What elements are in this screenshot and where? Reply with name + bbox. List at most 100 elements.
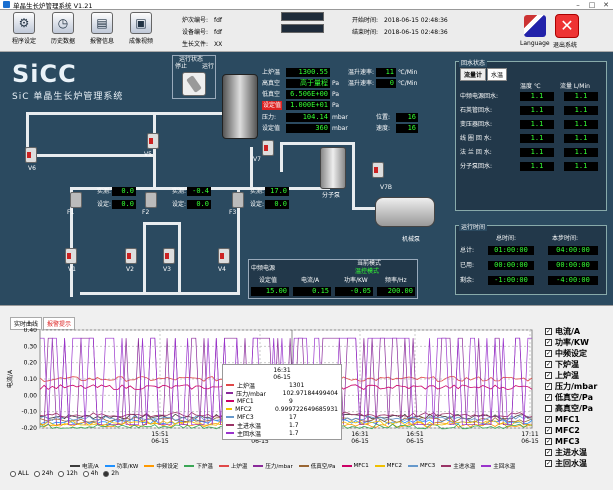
mf-power-panel: 中频电源 当前模式 温控模式 设定值 电流/A 功率/KW 频率/Hz 15.0… [248, 259, 418, 299]
flow-f2-set[interactable]: 0.0 [187, 200, 211, 209]
valve-v2-label: V2 [126, 266, 134, 273]
language-button[interactable]: Language [520, 40, 550, 47]
range-option[interactable]: 4h [82, 470, 98, 477]
legend-item[interactable]: 下炉温 [184, 462, 213, 470]
series-toggle[interactable]: ✓MFC2 [545, 426, 580, 435]
valve-v7b[interactable] [372, 162, 384, 178]
x-tick-time: 16:31 [351, 431, 368, 438]
legend-item[interactable]: 上炉温 [218, 462, 247, 470]
flow-controller-f2 [145, 192, 157, 208]
valve-v2[interactable] [125, 248, 137, 264]
checkbox[interactable]: ✓ [545, 416, 552, 423]
valve-v6[interactable] [25, 147, 37, 163]
range-option[interactable]: 2h [103, 470, 119, 477]
valve-v4[interactable] [218, 248, 230, 264]
checkbox[interactable]: ✓ [545, 438, 552, 445]
series-toggle[interactable]: ✓功率/KW [545, 338, 589, 347]
alarm-info-button[interactable]: ▤ 报警信息 [82, 12, 122, 45]
maximize-button[interactable]: □ [588, 0, 596, 9]
close-button[interactable]: ✕ [603, 0, 609, 9]
legend-item[interactable]: 中频设定 [144, 462, 178, 470]
exit-icon[interactable]: ✕ [555, 14, 579, 38]
series-toggle[interactable]: ✓低真空/Pa [545, 393, 593, 402]
radio-button[interactable] [10, 470, 16, 477]
checkbox[interactable]: ✓ [545, 339, 552, 346]
checkbox[interactable]: ✓ [545, 394, 552, 401]
series-toggle[interactable]: ✓MFC3 [545, 437, 580, 446]
checkbox[interactable]: ✓ [545, 383, 552, 390]
radio-button[interactable] [33, 470, 40, 477]
speed-label: 速度: [376, 125, 391, 132]
device-id-field: 设备编号:fdf [181, 29, 223, 36]
series-toggle[interactable]: ✓压力/mbar [545, 382, 598, 391]
radio-button[interactable] [58, 470, 65, 477]
series-color-swatch [226, 408, 233, 410]
legend-item[interactable]: MFC1 [341, 462, 369, 470]
legend-item[interactable]: 主回水温 [481, 462, 515, 470]
molecular-pump [320, 147, 346, 189]
flow-f3-actual: 17.0 [265, 187, 289, 196]
valve-v7[interactable] [262, 140, 274, 156]
valve-v3[interactable] [163, 248, 175, 264]
pressure-label: 压力: [262, 114, 277, 121]
vacuum-set-value[interactable]: 1.000E+01 [286, 101, 330, 110]
checkbox[interactable]: ✓ [545, 427, 552, 434]
flow-f3-set[interactable]: 0.0 [265, 200, 289, 209]
history-data-button[interactable]: ◷ 历史数据 [43, 12, 83, 45]
legend-item[interactable]: 电流/A [70, 462, 99, 470]
legend-item[interactable]: 压力/mbar [253, 462, 293, 470]
run-switch-knob[interactable] [182, 72, 206, 96]
range-option[interactable]: 12h [58, 470, 78, 477]
legend-item[interactable]: 功率/KW [104, 462, 138, 470]
range-option[interactable]: ALL [10, 470, 29, 477]
series-toggle[interactable]: ✓主进水温 [545, 448, 587, 457]
checkbox[interactable]: ✓ [545, 350, 552, 357]
imaging-video-button[interactable]: ▣ 成像视频 [121, 12, 161, 45]
tab-alarm-hint[interactable]: 报警提示 [43, 317, 76, 330]
exit-button[interactable]: 退出系统 [553, 42, 578, 49]
radio-button[interactable] [82, 470, 89, 477]
flow-f1-set[interactable]: 0.0 [112, 200, 136, 209]
series-toggle[interactable]: ✓上炉温 [545, 371, 579, 380]
series-toggle[interactable]: ✓电流/A [545, 327, 581, 336]
series-toggle[interactable]: 高真空/Pa [545, 403, 597, 414]
series-toggle[interactable]: ✓MFC1 [545, 415, 580, 424]
range-option[interactable]: 24h [33, 470, 53, 477]
checkbox[interactable]: ✓ [545, 328, 552, 335]
program-settings-button[interactable]: ⚙ 程序设定 [4, 12, 44, 45]
position-label: 位置: [376, 114, 391, 121]
series-toggle[interactable]: ✓主回水温 [545, 459, 587, 468]
pressure-set-value[interactable]: 360 [286, 124, 330, 133]
valve-v5[interactable] [147, 133, 159, 149]
valve-v1[interactable] [65, 248, 77, 264]
flow-f3-label: F3 [229, 209, 237, 216]
checkbox[interactable]: ✓ [545, 372, 552, 379]
series-toggle[interactable]: ✓下炉温 [545, 360, 579, 369]
checkbox[interactable]: ✓ [545, 449, 552, 456]
series-toggle[interactable]: ✓中频设定 [545, 349, 587, 358]
water-temp-value: 1.1 [520, 120, 554, 129]
legend-item[interactable]: MFC3 [408, 462, 435, 470]
legend-item[interactable]: 主进水温 [441, 462, 475, 470]
water-flow-value: 1.1 [564, 106, 598, 115]
mf-set-value[interactable]: 15.00 [251, 287, 289, 296]
checkbox[interactable]: ✓ [545, 460, 552, 467]
legend-item[interactable]: 低真空/Pa [298, 462, 336, 470]
flow-controller-f1 [70, 192, 82, 208]
checkbox[interactable]: ✓ [545, 361, 552, 368]
tab-flowmeter[interactable]: 流量计 [460, 68, 487, 81]
minimize-button[interactable]: – [576, 0, 580, 9]
radio-button[interactable] [103, 470, 110, 477]
tab-realtime-curve[interactable]: 实时曲线 [10, 317, 43, 330]
vacuum-high-value: 高于量程 [286, 79, 330, 88]
flag-icon[interactable] [524, 15, 546, 37]
rate2-value: 0 [376, 79, 396, 88]
legend-item[interactable]: MFC2 [374, 462, 402, 470]
tab-water-temp[interactable]: 水温 [487, 68, 508, 81]
checkbox[interactable] [545, 405, 552, 412]
position-value: 16 [396, 113, 418, 122]
